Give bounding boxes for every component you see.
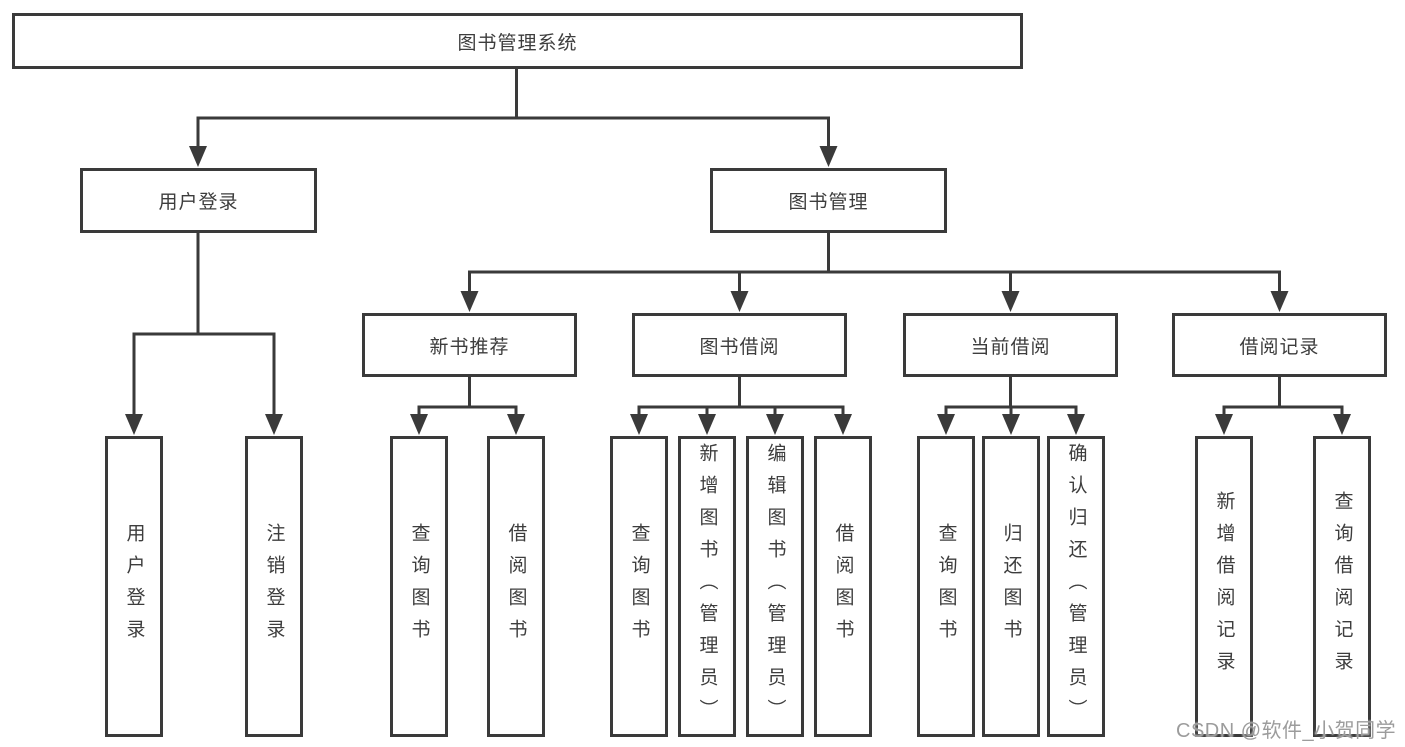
node-current-borrowing: 当前借阅 (903, 313, 1118, 377)
node-root-library-system: 图书管理系统 (12, 13, 1023, 69)
leaf-query-borrow-record-label: 查询借阅记录 (1331, 490, 1353, 683)
leaf-add-books-admin: 新增图书（管理员） (678, 436, 736, 737)
leaf-user-login: 用户登录 (105, 436, 163, 737)
leaf-add-borrow-record: 新增借阅记录 (1195, 436, 1253, 737)
node-new-book-recommend-label: 新书推荐 (429, 336, 510, 358)
leaf-borrow-books-label: 借阅图书 (832, 522, 854, 651)
node-new-book-recommend: 新书推荐 (362, 313, 577, 377)
leaf-add-books-admin-label: 新增图书（管理员） (696, 442, 718, 731)
leaf-edit-books-admin: 编辑图书（管理员） (746, 436, 804, 737)
csdn-watermark: CSDN @软件_小贺同学 (1176, 720, 1397, 742)
leaf-borrow-books-newbooks: 借阅图书 (487, 436, 545, 737)
node-user-login-label: 用户登录 (158, 192, 239, 213)
leaf-borrow-books-newbooks-label: 借阅图书 (505, 522, 527, 651)
leaf-confirm-return-admin-label: 确认归还（管理员） (1065, 442, 1087, 731)
leaf-query-books-borrowing: 查询图书 (610, 436, 668, 737)
leaf-add-borrow-record-label: 新增借阅记录 (1213, 490, 1235, 683)
node-borrow-records-label: 借阅记录 (1239, 336, 1320, 358)
node-book-management: 图书管理 (710, 168, 947, 233)
leaf-confirm-return-admin: 确认归还（管理员） (1047, 436, 1105, 737)
leaf-logout-label: 注销登录 (263, 522, 285, 651)
leaf-borrow-books: 借阅图书 (814, 436, 872, 737)
node-current-borrowing-label: 当前借阅 (970, 336, 1051, 358)
leaf-logout: 注销登录 (245, 436, 303, 737)
node-book-management-label: 图书管理 (788, 192, 869, 213)
leaf-user-login-label: 用户登录 (123, 522, 145, 651)
leaf-query-borrow-record: 查询借阅记录 (1313, 436, 1371, 737)
leaf-query-books-current: 查询图书 (917, 436, 975, 737)
leaf-query-books-current-label: 查询图书 (935, 522, 957, 651)
node-borrow-records: 借阅记录 (1172, 313, 1387, 377)
node-book-borrowing: 图书借阅 (632, 313, 847, 377)
leaf-query-books-newbooks: 查询图书 (390, 436, 448, 737)
leaf-query-books-newbooks-label: 查询图书 (408, 522, 430, 651)
leaf-query-books-borrowing-label: 查询图书 (628, 522, 650, 651)
arrowhead-icons (125, 146, 1351, 435)
node-book-borrowing-label: 图书借阅 (699, 336, 780, 358)
leaf-return-books: 归还图书 (982, 436, 1040, 737)
leaf-return-books-label: 归还图书 (1000, 522, 1022, 651)
node-root-label: 图书管理系统 (457, 32, 578, 54)
leaf-edit-books-admin-label: 编辑图书（管理员） (764, 442, 786, 731)
node-user-login: 用户登录 (80, 168, 317, 233)
